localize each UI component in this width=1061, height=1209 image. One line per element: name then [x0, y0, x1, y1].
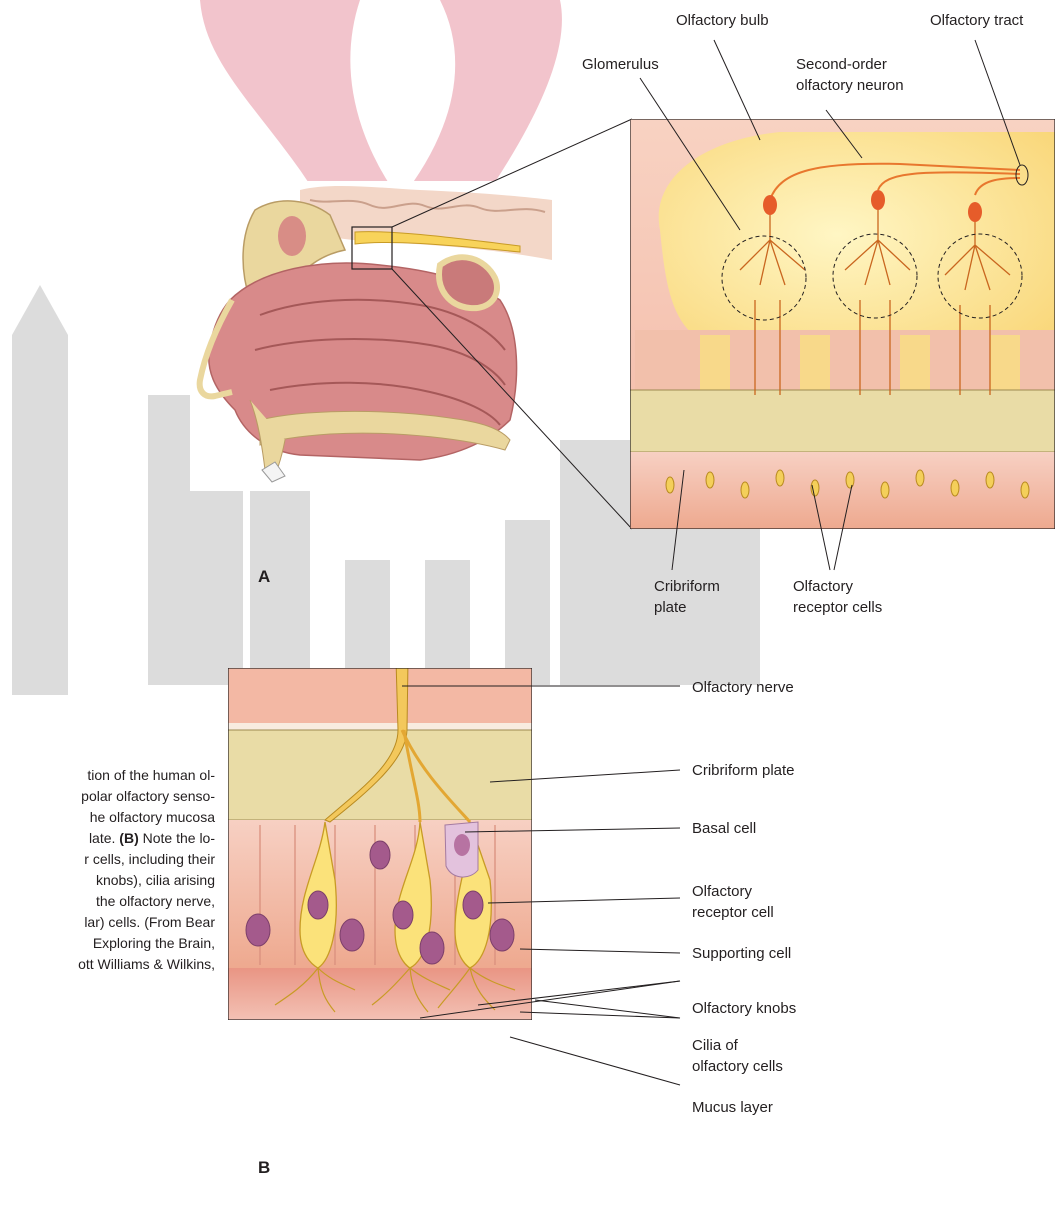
caption-line: r cells, including their	[0, 849, 215, 870]
caption-line: polar olfactory senso-	[0, 786, 215, 807]
label-olfactory-knobs: Olfactory knobs	[692, 998, 796, 1019]
caption-line: lar) cells. (From Bear	[0, 912, 215, 933]
label-supporting-cell: Supporting cell	[692, 943, 791, 964]
label-second-order-line1: Second-order	[796, 54, 887, 75]
label-cribriform-line2: plate	[654, 597, 687, 618]
olfactory-epithelium-illustration	[228, 660, 532, 1020]
caption-line: tion of the human ol-	[0, 765, 215, 786]
caption-line: knobs), cilia arising	[0, 870, 215, 891]
caption-line: Exploring the Brain,	[0, 933, 215, 954]
nasal-cavity-illustration	[190, 181, 552, 491]
caption-line: the olfactory nerve,	[0, 891, 215, 912]
label-mucus-layer: Mucus layer	[692, 1097, 773, 1118]
label-cribriform-line1: Cribriform	[654, 576, 720, 597]
label-glomerulus: Glomerulus	[582, 54, 659, 75]
panel-label-b: B	[258, 1158, 270, 1178]
label-cilia-line2: olfactory cells	[692, 1056, 783, 1077]
panel-label-a: A	[258, 567, 270, 587]
label-receptor-cell-line2: receptor cell	[692, 902, 774, 923]
label-cribriform-plate: Cribriform plate	[692, 760, 795, 781]
olfactory-bulb-magnified	[630, 119, 1055, 529]
caption-line: ott Williams & Wilkins,	[0, 954, 215, 975]
label-basal-cell: Basal cell	[692, 818, 756, 839]
figure-caption: tion of the human ol- polar olfactory se…	[0, 765, 215, 975]
caption-bold-marker: (B)	[119, 830, 138, 846]
caption-line: he olfactory mucosa	[0, 807, 215, 828]
label-receptor-cells-line1: Olfactory	[793, 576, 853, 597]
caption-line: late. (B) Note the lo-	[0, 828, 215, 849]
label-olfactory-nerve: Olfactory nerve	[692, 677, 794, 698]
label-receptor-cells-line2: receptor cells	[793, 597, 882, 618]
label-cilia-line1: Cilia of	[692, 1035, 738, 1056]
label-second-order-line2: olfactory neuron	[796, 75, 904, 96]
label-receptor-cell-line1: Olfactory	[692, 881, 752, 902]
label-olfactory-tract: Olfactory tract	[930, 10, 1023, 31]
label-olfactory-bulb: Olfactory bulb	[676, 10, 769, 31]
